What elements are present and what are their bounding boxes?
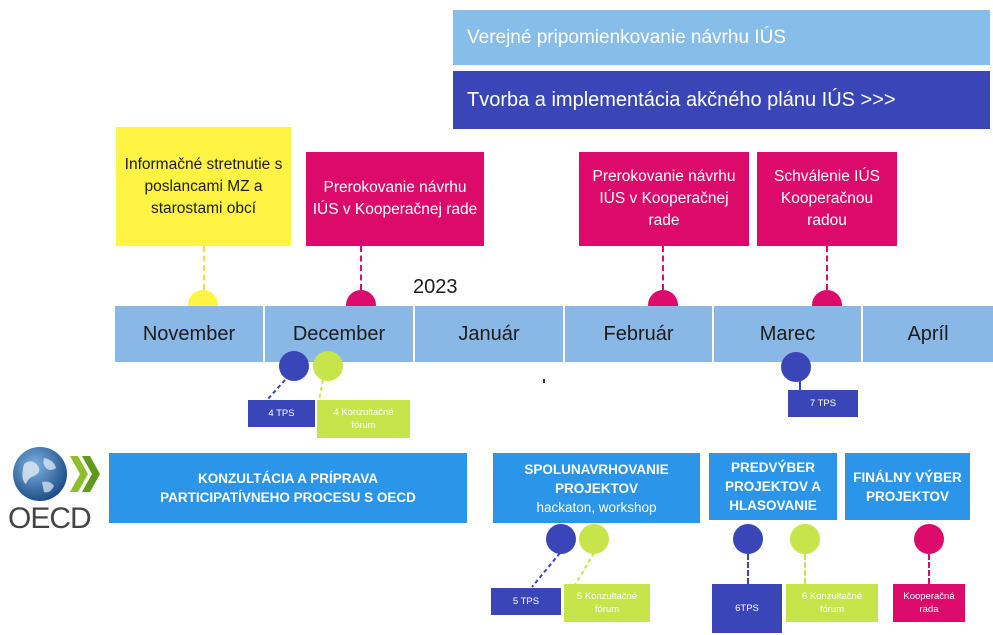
tag-forum-4: 4 Konzultačné fórum (317, 400, 410, 438)
tag-tps-5: 5 TPS (491, 588, 561, 615)
marker-forum-6 (790, 524, 820, 554)
event-approval-mar-text: Schválenie IÚS Kooperačnou radou (774, 168, 880, 229)
phase-final-text: FINÁLNY VÝBER PROJEKTOV (853, 469, 962, 504)
event-discussion-feb: Prerokovanie návrhu IÚS v Kooperačnej ra… (579, 152, 749, 246)
phase-codesign-title: SPOLUNAVRHOVANIE PROJEKTOV (524, 461, 669, 496)
connector-feb (662, 246, 664, 290)
action-plan-banner: Tvorba a implementácia akčného plánu IÚS… (453, 71, 990, 129)
phase-consultation: KONZULTÁCIA A PRÍPRAVA PARTICIPATÍVNEHO … (109, 453, 467, 523)
event-approval-mar: Schválenie IÚS Kooperačnou radou (757, 152, 897, 246)
marker-forum-5 (579, 524, 609, 554)
globe-icon (13, 447, 100, 501)
event-info-meeting-text: Informačné stretnutie s poslancami MZ a … (124, 155, 283, 217)
timeline-dot (543, 379, 545, 383)
tag-tps-7: 7 TPS (788, 390, 858, 417)
public-comment-banner: Verejné pripomienkovanie návrhu IÚS (453, 10, 990, 65)
phase-final: FINÁLNY VÝBER PROJEKTOV (845, 453, 970, 520)
marker-tps-4 (279, 351, 309, 381)
phase-codesign-subtitle: hackaton, workshop (536, 499, 657, 515)
marker-coop-board (914, 524, 944, 554)
tag-coop-board: Kooperačná rada (893, 584, 965, 622)
month-marec: Marec (714, 306, 861, 362)
connector-tps-5 (531, 552, 595, 588)
tag-forum-5: 5 Konzultačné fórum (564, 584, 650, 622)
event-discussion-dec: Prerokovanie návrhu IÚS v Kooperačnej ra… (306, 152, 484, 246)
month-januar: Január (415, 306, 563, 362)
month-november: November (115, 306, 263, 362)
year-label: 2023 (413, 276, 458, 298)
event-info-meeting: Informačné stretnutie s poslancami MZ a … (116, 127, 291, 246)
connector-tps-7 (799, 380, 801, 390)
phase-preselection: PREDVÝBER PROJEKTOV A HLASOVANIE (709, 453, 837, 520)
public-comment-label: Verejné pripomienkovanie návrhu IÚS (467, 26, 786, 48)
connector-tps-4 (266, 379, 324, 401)
marker-forum-4 (313, 351, 343, 381)
phase-codesign: SPOLUNAVRHOVANIE PROJEKTOV hackaton, wor… (493, 453, 700, 523)
tag-tps-6: 6TPS (712, 584, 782, 633)
event-discussion-feb-text: Prerokovanie návrhu IÚS v Kooperačnej ra… (592, 168, 736, 229)
phase-consultation-text: KONZULTÁCIA A PRÍPRAVA PARTICIPATÍVNEHO … (160, 471, 416, 505)
marker-tps-7 (781, 352, 811, 382)
action-plan-label: Tvorba a implementácia akčného plánu IÚS… (467, 88, 896, 111)
tag-forum-6: 6 Konzultačné fórum (786, 584, 878, 622)
event-discussion-dec-text: Prerokovanie návrhu IÚS v Kooperačnej ra… (312, 179, 478, 218)
connector-dec (360, 246, 362, 290)
connector-mar (826, 246, 828, 290)
tag-tps-4: 4 TPS (248, 400, 315, 427)
connector-forum-6 (804, 554, 806, 584)
phase-preselection-text: PREDVÝBER PROJEKTOV A HLASOVANIE (724, 460, 822, 513)
connector-coop-board (928, 554, 930, 584)
month-februar: Február (565, 306, 712, 362)
marker-tps-6 (733, 524, 763, 554)
marker-tps-5 (546, 524, 576, 554)
month-april: Apríl (863, 306, 993, 362)
oecd-logo-text: OECD (8, 502, 92, 535)
oecd-logo: OECD (6, 446, 102, 535)
connector-tps-6 (747, 554, 749, 584)
connector-info (203, 246, 205, 290)
